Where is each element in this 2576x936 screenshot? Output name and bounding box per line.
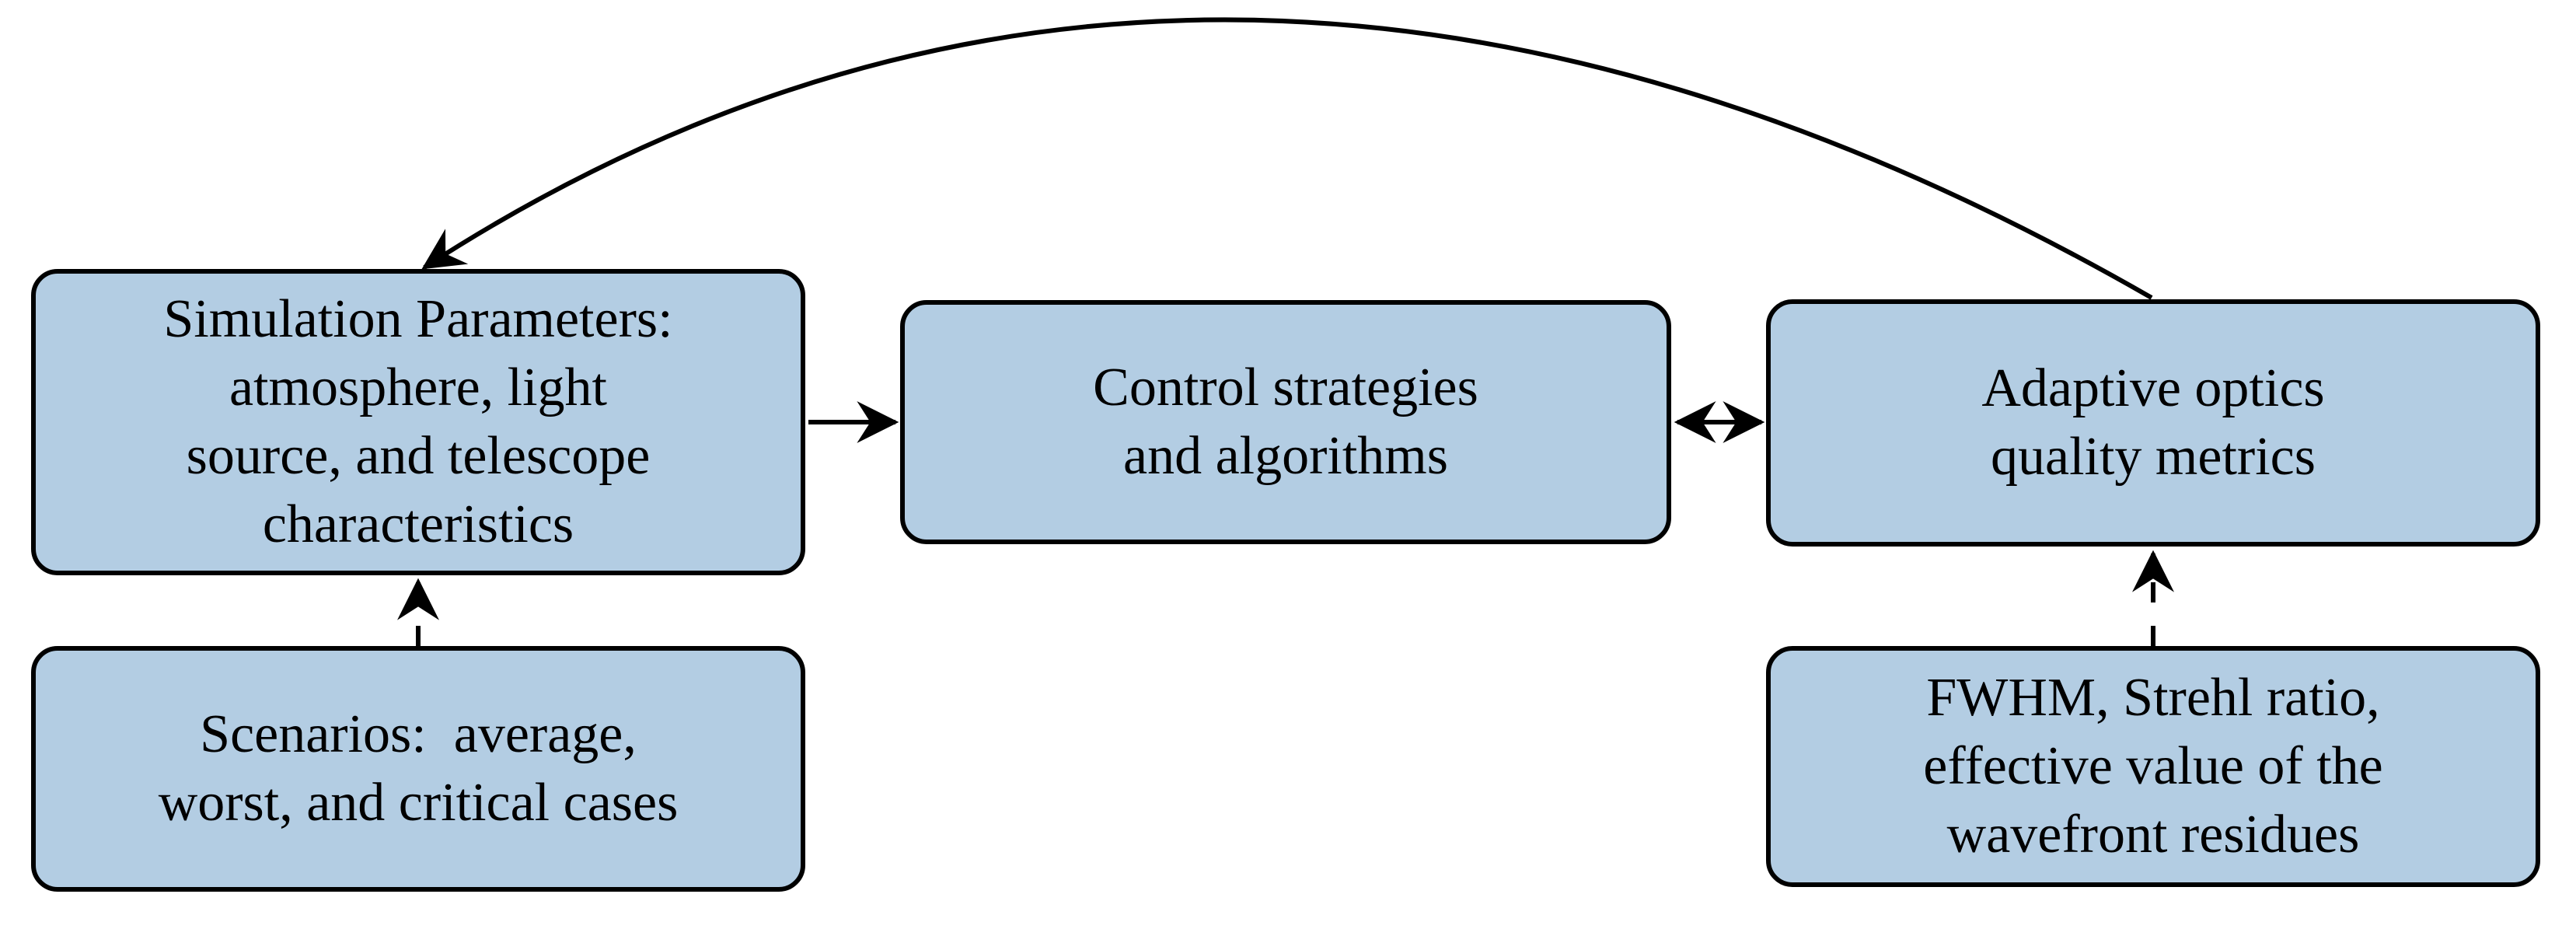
edge-aometrics-to-simparams-feedback <box>421 17 2153 300</box>
box-metrics-detail-label: FWHM, Strehl ratio, effective value of t… <box>1923 667 2383 865</box>
box-control-strategies-label: Control strategies and algorithms <box>1093 357 1478 486</box>
box-simulation-parameters-label: Simulation Parameters: atmosphere, light… <box>163 288 673 555</box>
box-adaptive-optics-metrics: Adaptive optics quality metrics <box>1766 299 2540 547</box>
box-scenarios: Scenarios: average, worst, and critical … <box>31 646 805 892</box>
box-metrics-detail: FWHM, Strehl ratio, effective value of t… <box>1766 646 2540 887</box>
box-control-strategies: Control strategies and algorithms <box>900 300 1671 544</box>
box-adaptive-optics-metrics-label: Adaptive optics quality metrics <box>1981 358 2325 487</box>
box-simulation-parameters: Simulation Parameters: atmosphere, light… <box>31 269 805 575</box>
box-scenarios-label: Scenarios: average, worst, and critical … <box>158 704 679 833</box>
